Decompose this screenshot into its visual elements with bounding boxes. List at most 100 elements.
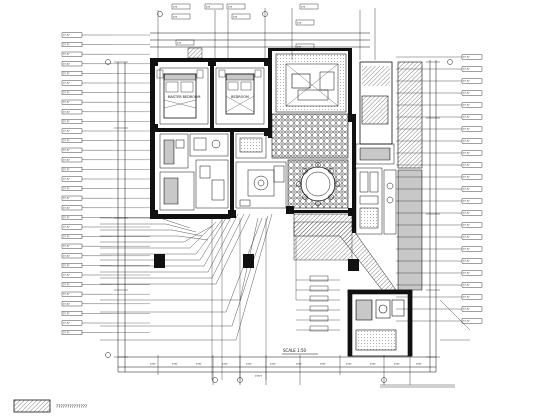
grid-lines xyxy=(157,8,411,385)
callout-label: ??-?? xyxy=(63,91,70,95)
left-callout: ??-?? xyxy=(61,42,150,48)
right-callout: ??-?? xyxy=(396,294,483,300)
left-callout: ??-?? xyxy=(61,311,150,316)
left-callout: ??-?? xyxy=(61,99,150,105)
left-callout: ??-?? xyxy=(61,253,150,259)
callout-label: ??-?? xyxy=(63,177,70,181)
dimension-label: ???? xyxy=(196,362,202,366)
left-callout: ??-?? xyxy=(61,263,150,268)
callout-label: ??-?? xyxy=(63,321,70,325)
left-callouts: ??-?? ??-?? ??-?? ??-?? ??-?? ??-?? ??-?? ??-??… xyxy=(61,32,150,335)
top-tag: ??? xyxy=(228,5,233,9)
callout-label: ??-?? xyxy=(463,115,470,119)
master-bedroom: MASTER BEDROOM xyxy=(156,67,209,125)
callout-label: ??-?? xyxy=(463,211,470,215)
left-callout: ??-?? xyxy=(61,176,150,182)
callout-label: ??-?? xyxy=(463,163,470,167)
callout-label: ??-?? xyxy=(63,129,70,133)
left-callout: ??-?? xyxy=(61,157,150,163)
dimension-label: ???? xyxy=(370,362,376,366)
room-label-bedroom: BEDROOM xyxy=(231,95,249,99)
bottom-dimensions: ????????????????????????????????????????… xyxy=(150,362,422,366)
left-callout: ??-?? xyxy=(61,70,150,76)
top-tags: ??? ??? ??? ??? ??? ??? ??? ??? ??? xyxy=(171,3,319,50)
callout-label: ??-?? xyxy=(63,215,70,219)
callout-label: ??-?? xyxy=(463,259,470,263)
callout-label: ??-?? xyxy=(63,225,70,229)
shaft-hatch xyxy=(362,66,390,86)
left-callout: ??-?? xyxy=(61,166,150,172)
left-callout: ??-?? xyxy=(61,224,150,230)
left-callout: ??-?? xyxy=(61,205,150,211)
living-room xyxy=(275,53,347,113)
bottom-right-note xyxy=(380,384,455,388)
callout-label: ??-?? xyxy=(63,71,70,75)
callout-label: ??-?? xyxy=(63,254,70,258)
callout-label: ??-?? xyxy=(463,79,470,83)
top-tag: ??? xyxy=(233,15,238,19)
kitchen xyxy=(355,143,423,291)
service-rooms xyxy=(159,133,287,211)
dimension-frame xyxy=(117,32,437,373)
dimension-label: ???? xyxy=(346,362,352,366)
structural-column xyxy=(187,47,203,59)
callout-label: ??-?? xyxy=(63,283,70,287)
callout-label: ??-?? xyxy=(63,292,70,296)
callout-label: ??-?? xyxy=(63,52,70,56)
dimension-label: ???? xyxy=(416,362,422,366)
callout-label: ??-?? xyxy=(463,283,470,287)
legend-swatch xyxy=(13,399,51,413)
callout-label: ??-?? xyxy=(463,151,470,155)
corridor-hatch xyxy=(293,213,397,291)
left-callout: ??-?? xyxy=(61,186,150,191)
total-dimension: ????? xyxy=(255,374,263,378)
callout-label: ??-?? xyxy=(463,307,470,311)
hall-tiled-floor xyxy=(271,113,349,159)
callout-label: ??-?? xyxy=(63,235,70,239)
callout-label: ??-?? xyxy=(463,139,470,143)
callout-label: ??-?? xyxy=(463,55,470,59)
legend: ?????????????? xyxy=(13,399,87,413)
callout-label: ??-?? xyxy=(463,235,470,239)
callout-label: ??-?? xyxy=(63,148,70,152)
left-callout: ??-?? xyxy=(61,109,150,115)
dimension-label: ???? xyxy=(296,362,302,366)
left-callout: ??-?? xyxy=(61,147,150,153)
left-callout: ??-?? xyxy=(61,61,150,67)
callout-label: ??-?? xyxy=(463,199,470,203)
top-tag: ??? xyxy=(173,5,178,9)
right-callout: ??-?? xyxy=(396,54,483,60)
callout-label: ??-?? xyxy=(63,81,70,85)
callout-label: ??-?? xyxy=(63,206,70,210)
callout-label: ??-?? xyxy=(63,139,70,143)
callout-label: ??-?? xyxy=(63,110,70,114)
leader-lines xyxy=(100,213,471,380)
callout-label: ??-?? xyxy=(463,223,470,227)
bedroom: BEDROOM xyxy=(215,67,265,125)
callout-label: ??-?? xyxy=(63,311,70,315)
left-callout: ??-?? xyxy=(61,51,150,57)
dining-area xyxy=(287,159,349,209)
left-callout: ??-?? xyxy=(61,301,150,307)
drawing-scale: SCALE 1:50 xyxy=(283,348,307,353)
dimension-label: ???? xyxy=(320,362,326,366)
left-callout: ??-?? xyxy=(61,291,150,297)
dimension-label: ???? xyxy=(394,362,400,366)
top-tag: ??? xyxy=(206,5,211,9)
right-callout: ??-?? xyxy=(396,318,483,324)
callout-label: ??-?? xyxy=(63,33,70,37)
section-marks xyxy=(105,11,453,383)
dimension-label: ???? xyxy=(270,362,276,366)
callout-label: ??-?? xyxy=(463,247,470,251)
top-tag: ??? xyxy=(297,21,302,25)
right-callouts: ??-?? ??-?? ??-?? ??-?? ??-?? ??-?? ??-?? ??-??… xyxy=(396,54,483,324)
top-tag: ??? xyxy=(173,15,178,19)
left-callout: ??-?? xyxy=(61,214,150,220)
top-tag: ??? xyxy=(177,41,182,45)
callout-label: ??-?? xyxy=(463,103,470,107)
dimension-label: ???? xyxy=(150,362,156,366)
left-callout: ??-?? xyxy=(61,330,150,335)
callout-label: ??-?? xyxy=(463,271,470,275)
callout-label: ??-?? xyxy=(63,119,70,123)
vertical-dimension-ticks xyxy=(114,61,440,358)
